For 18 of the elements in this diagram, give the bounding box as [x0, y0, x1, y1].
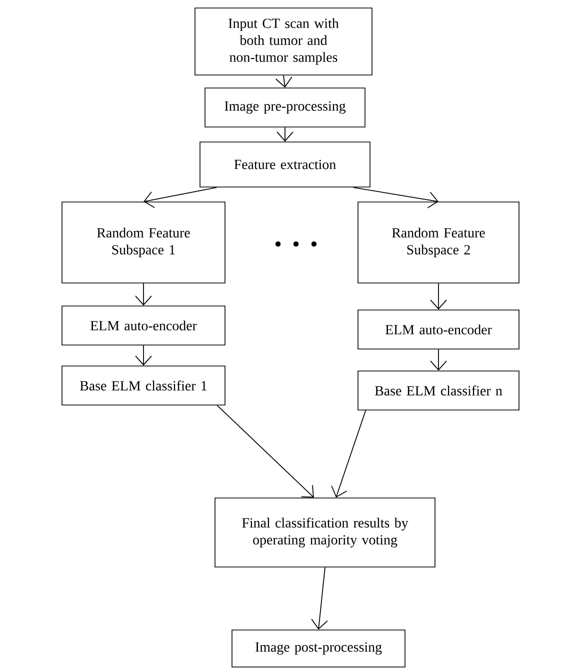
process-box: Image pre-processing [204, 88, 366, 128]
process-box: ELM auto-encoder [358, 310, 520, 350]
process-box: Image post-processing [232, 630, 406, 668]
arrow [430, 348, 447, 371]
process-box: Feature extraction [200, 142, 370, 188]
arrow [135, 344, 152, 366]
arrow [216, 404, 314, 498]
process-box: Base ELM classifier n [358, 370, 520, 410]
arrow [135, 282, 152, 306]
process-box: Base ELM classifier 1 [62, 366, 226, 406]
process-box: Random Feature Subspace 2 [358, 202, 520, 284]
arrow [311, 566, 328, 630]
process-box: Final classification results by operating majority voting [214, 498, 436, 568]
arrow [430, 282, 447, 310]
process-box: Random Feature Subspace 1 [62, 202, 226, 284]
process-box: Input CT scan with both tumor and non-tumor samples [194, 8, 372, 76]
process-box: ELM auto-encoder [62, 306, 226, 346]
arrow [331, 410, 366, 498]
